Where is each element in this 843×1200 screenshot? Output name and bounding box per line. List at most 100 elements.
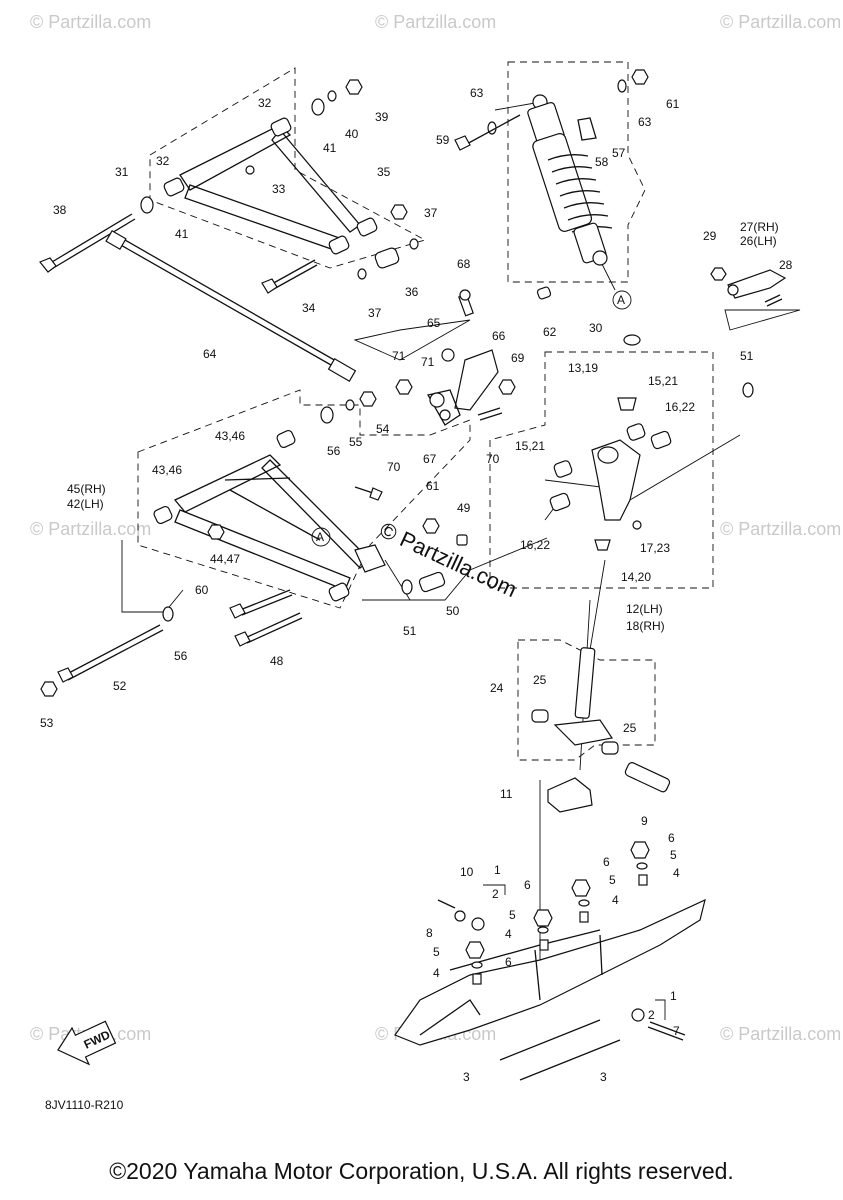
group-outline-12 bbox=[489, 351, 714, 589]
callout: 35 bbox=[377, 165, 391, 179]
callout: 5 bbox=[509, 908, 516, 922]
callout: 51 bbox=[740, 349, 754, 363]
group-outline-24 bbox=[517, 639, 656, 761]
callout: 42(LH) bbox=[67, 497, 104, 511]
reference-a-label: A bbox=[316, 530, 324, 544]
group-outline-57 bbox=[507, 61, 646, 283]
callout: 50 bbox=[446, 604, 460, 618]
watermark: © Partzilla.com bbox=[720, 1024, 841, 1044]
callout: 10 bbox=[460, 865, 474, 879]
callout: 5 bbox=[609, 873, 616, 887]
callout: 4 bbox=[673, 866, 680, 880]
callout: 54 bbox=[376, 422, 390, 436]
callout: 33 bbox=[272, 182, 286, 196]
callout: 57 bbox=[612, 146, 626, 160]
callout: 14,20 bbox=[621, 570, 651, 584]
callout: 37 bbox=[424, 206, 438, 220]
tie-rod bbox=[105, 229, 357, 383]
callout: 51 bbox=[403, 624, 417, 638]
steering-arm bbox=[710, 267, 787, 307]
shock-absorber bbox=[454, 69, 649, 300]
callout: 67 bbox=[423, 452, 437, 466]
callout: 3 bbox=[463, 1070, 470, 1084]
watermark: © Partzilla.com bbox=[375, 12, 496, 32]
callout: 2 bbox=[492, 887, 499, 901]
callout: 40 bbox=[345, 127, 359, 141]
callout: 56 bbox=[174, 649, 188, 663]
callout: 34 bbox=[302, 301, 316, 315]
center-watermark: © Partzilla.com bbox=[376, 517, 521, 602]
callout: 5 bbox=[433, 945, 440, 959]
group-outline-45 bbox=[137, 389, 471, 609]
callout: 29 bbox=[703, 229, 717, 243]
callout: 11 bbox=[500, 787, 513, 801]
callout: 61 bbox=[426, 479, 440, 493]
upper-a-arm bbox=[163, 117, 378, 255]
callout: 8 bbox=[426, 926, 433, 940]
upper-arm-hardware bbox=[39, 79, 419, 294]
callout: 6 bbox=[505, 955, 512, 969]
callout: 58 bbox=[595, 155, 609, 169]
callout: 25 bbox=[533, 673, 547, 687]
callout: 70 bbox=[486, 452, 500, 466]
callout: 60 bbox=[195, 583, 209, 597]
callout: 12(LH) bbox=[626, 602, 663, 616]
callout: 66 bbox=[492, 329, 506, 343]
callout: 53 bbox=[40, 716, 54, 730]
callout: 17,23 bbox=[640, 541, 670, 555]
callout: 16,22 bbox=[520, 538, 550, 552]
callout: 62 bbox=[543, 325, 557, 339]
callout: 15,21 bbox=[648, 374, 678, 388]
callout: 25 bbox=[623, 721, 637, 735]
callout: 1 bbox=[670, 989, 677, 1003]
callout: 43,46 bbox=[215, 429, 245, 443]
callout: 4 bbox=[433, 966, 440, 980]
callout: 7 bbox=[673, 1024, 680, 1038]
callout: 6 bbox=[524, 878, 531, 892]
callout: 6 bbox=[603, 855, 610, 869]
callout: 63 bbox=[638, 115, 652, 129]
callout: 6 bbox=[668, 831, 675, 845]
watermark: © Partzilla.com bbox=[30, 519, 151, 539]
callout: 56 bbox=[327, 444, 341, 458]
relay-bracket bbox=[395, 289, 516, 426]
callout: 32 bbox=[156, 154, 170, 168]
callout: 30 bbox=[589, 321, 603, 335]
callout: 18(RH) bbox=[626, 619, 665, 633]
ski-column bbox=[531, 647, 671, 813]
callout: 13,19 bbox=[568, 361, 598, 375]
callout: 38 bbox=[53, 203, 67, 217]
spindle-housing bbox=[549, 334, 754, 551]
callout: 61 bbox=[666, 97, 680, 111]
callout: 15,21 bbox=[515, 439, 545, 453]
callout: 59 bbox=[436, 133, 450, 147]
callout: 49 bbox=[457, 501, 471, 515]
callout: 65 bbox=[427, 316, 441, 330]
callout: 64 bbox=[203, 347, 217, 361]
callout: 37 bbox=[368, 306, 382, 320]
lower-arm-hardware bbox=[40, 518, 468, 697]
callout: 41 bbox=[175, 227, 189, 241]
callout: 63 bbox=[470, 86, 484, 100]
callout: 32 bbox=[258, 96, 272, 110]
callout: 45(RH) bbox=[67, 482, 106, 496]
ski bbox=[394, 841, 706, 1081]
reference-a-markers: A A bbox=[311, 290, 632, 547]
diagram-code: 8JV1110-R210 bbox=[45, 1098, 124, 1112]
callout: 9 bbox=[641, 814, 648, 828]
callout: 48 bbox=[270, 654, 284, 668]
callout: 2 bbox=[648, 1008, 655, 1022]
callout: 31 bbox=[115, 165, 129, 179]
callout: 16,22 bbox=[665, 400, 695, 414]
callout: 44,47 bbox=[210, 552, 240, 566]
callout: 71 bbox=[392, 349, 406, 363]
watermark: © Partzilla.com bbox=[720, 519, 841, 539]
callout-labels: 1 1 2 2 3 3 4 4 4 4 5 5 5 5 6 6 6 6 7 8 … bbox=[40, 86, 793, 1084]
callout: 1 bbox=[494, 863, 501, 877]
callout: 26(LH) bbox=[740, 234, 777, 248]
callout: 43,46 bbox=[152, 463, 182, 477]
callout: 36 bbox=[405, 285, 419, 299]
callout: 69 bbox=[511, 351, 525, 365]
callout: 24 bbox=[490, 681, 504, 695]
